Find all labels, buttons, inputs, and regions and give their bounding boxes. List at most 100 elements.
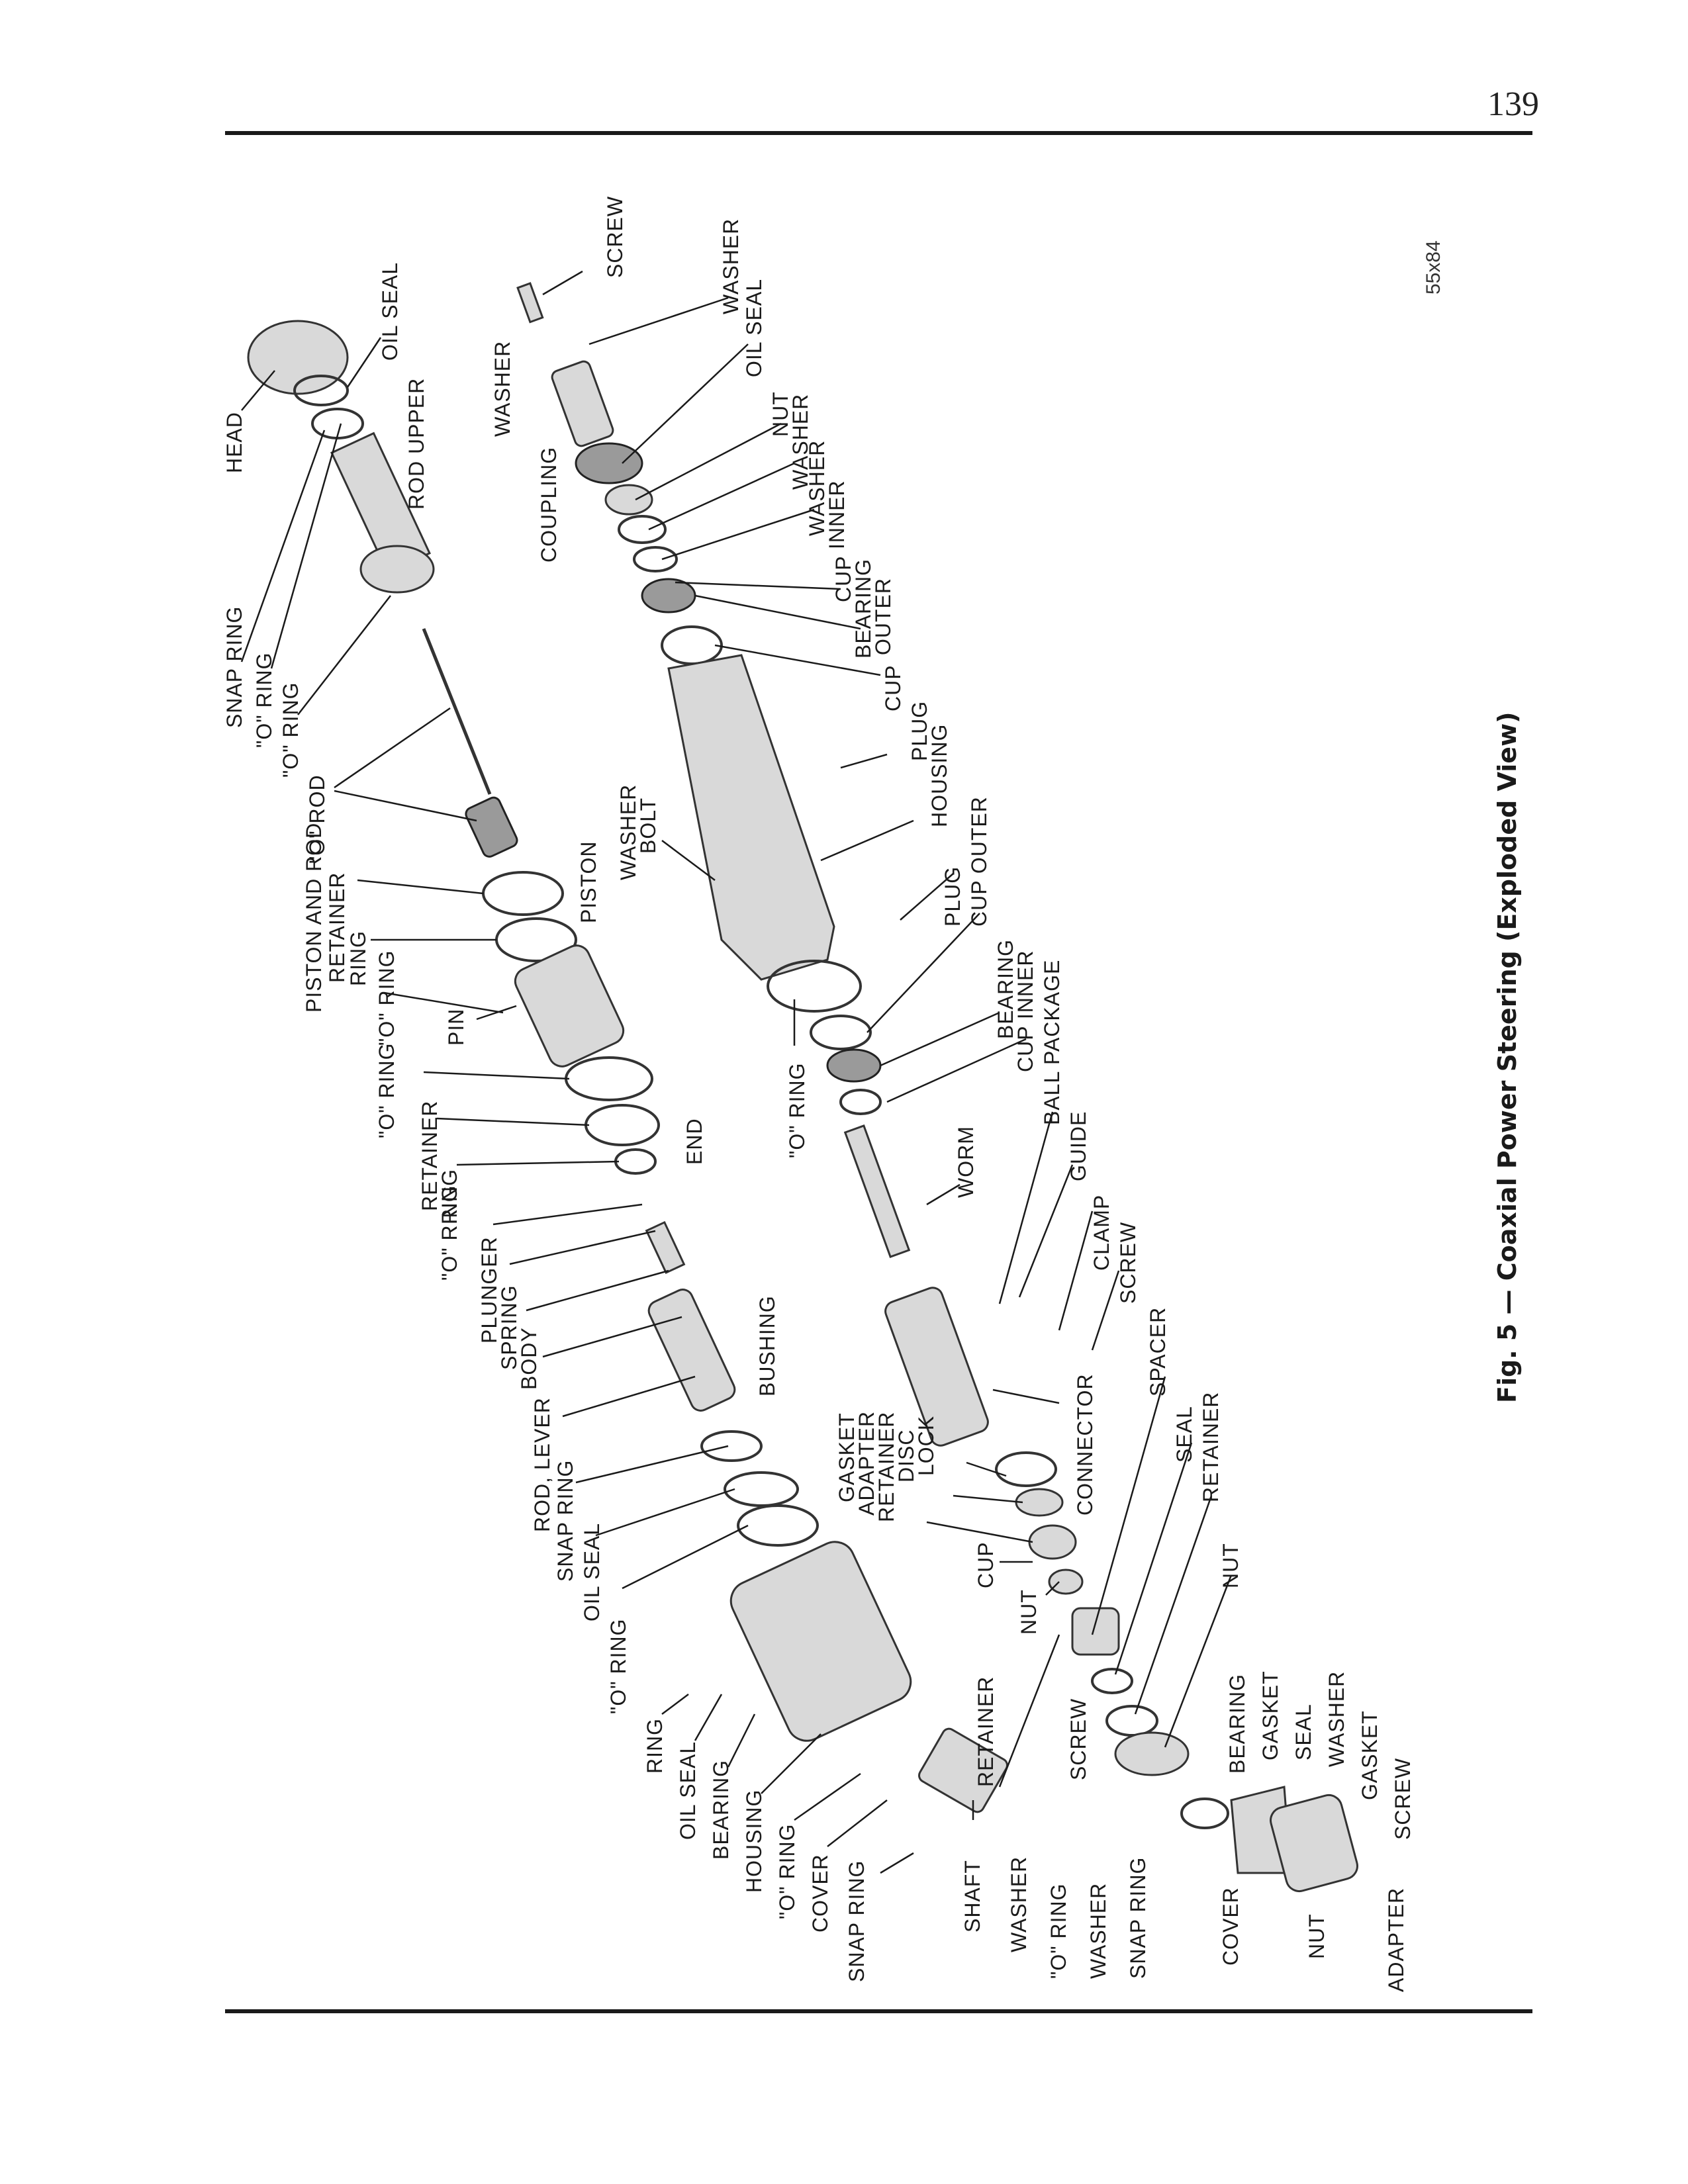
label-bearing-3: BEARING: [1225, 1674, 1249, 1774]
piston-ring-part: [482, 871, 564, 916]
leader-plug-2: [900, 873, 954, 921]
leader-housing: [820, 819, 914, 862]
label-ball-package: BALL PACKAGE: [1040, 960, 1064, 1125]
label-end: END: [682, 1118, 706, 1165]
label-adapter: ADAPTER: [855, 1411, 878, 1516]
label-ring-2: RING: [438, 1169, 461, 1224]
leader-disc: [953, 1494, 1023, 1504]
leader-retainer-3: [926, 1521, 1033, 1543]
label-rod-lever: ROD, LEVER: [530, 1397, 554, 1532]
leader-lines: [240, 270, 1233, 1874]
labels: HEAD OIL SEAL SNAP RING "O" RING "O" RIN…: [222, 196, 1415, 1992]
label-oil-seal-2: OIL SEAL: [580, 1523, 604, 1621]
label-screw-2: SCREW: [1116, 1222, 1140, 1304]
label-screw-top: SCREW: [603, 196, 627, 278]
top-rule: [225, 131, 1532, 135]
label-clamp: CLAMP: [1090, 1195, 1113, 1271]
leader-cup: [675, 581, 841, 590]
rod-part: [422, 628, 492, 795]
spacer-part: [1071, 1607, 1120, 1656]
leader-lock: [966, 1461, 1007, 1477]
label-body: BODY: [517, 1327, 541, 1390]
leader-o-rod: [334, 707, 451, 789]
worm-shaft-part: [843, 1124, 911, 1259]
shaft-part: [918, 1727, 1008, 1813]
label-outer: OUTER: [871, 578, 895, 655]
label-nut-top: NUT: [769, 391, 792, 437]
label-washer-3: WASHER: [788, 394, 812, 490]
leader-snap-ring-2: [595, 1488, 735, 1537]
leader-connector: [992, 1388, 1060, 1404]
lower-housing-part: [729, 1541, 912, 1742]
label-gasket-3: GASKET: [1358, 1710, 1382, 1800]
label-coupling: COUPLING: [537, 447, 561, 563]
leader-cup-outer-2: [867, 913, 980, 1033]
leader-cup-inner: [886, 1038, 1027, 1103]
label-pin: PIN: [444, 1009, 468, 1046]
label-ring-lower: RING: [643, 1718, 667, 1774]
body-part: [647, 1289, 736, 1412]
label-connector: CONNECTOR: [1073, 1373, 1097, 1516]
label-gasket-2: GASKET: [1258, 1670, 1282, 1760]
leader-nut-3: [1164, 1574, 1233, 1748]
leader-clamp: [1058, 1210, 1094, 1331]
connector-part: [884, 1287, 989, 1447]
label-snap-ring: SNAP RING: [222, 606, 246, 728]
retainer-part-2: [1105, 1705, 1158, 1737]
label-disc: DISC: [894, 1430, 918, 1482]
leader-nut-2: [1045, 1581, 1060, 1596]
leader-piston-rod: [357, 879, 484, 895]
label-retainer: RETAINER: [325, 872, 349, 983]
label-washer-top-2: WASHER: [719, 218, 743, 314]
label-lock: LOCK: [914, 1416, 938, 1476]
plunger-part: [645, 1220, 686, 1275]
label-retainer-3: RETAINER: [874, 1412, 898, 1522]
snap-ring-part-2: [724, 1471, 799, 1507]
leader-snap-ring: [240, 430, 326, 662]
coupling-part: [551, 360, 614, 447]
cover-part: [1270, 1794, 1358, 1893]
parts: [247, 282, 1358, 1893]
label-retainer-5: RETAINER: [1199, 1392, 1223, 1502]
label-cup-upper-2: CUP: [881, 664, 905, 711]
label-bearing-lower: BEARING: [709, 1760, 733, 1860]
o-rod-part: [465, 796, 518, 858]
leader-ring-lower: [661, 1694, 689, 1715]
leader-bearing-2: [880, 1011, 1000, 1067]
rod-upper-flange: [359, 545, 435, 594]
label-plunger: PLUNGER: [477, 1236, 501, 1343]
leader-rod-lever: [562, 1375, 696, 1418]
leader-snap-ring-lower: [880, 1852, 914, 1874]
leader-cup-outer: [714, 644, 881, 676]
leader-washer-inner: [661, 508, 815, 561]
label-washer-bolt: WASHER: [616, 784, 640, 880]
label-o-ring-3: "O" RING: [375, 950, 399, 1046]
label-rod-upper: ROD UPPER: [404, 378, 428, 510]
leader-head: [241, 370, 275, 411]
oil-seal-part: [293, 375, 349, 406]
label-inner: INNER: [825, 480, 849, 549]
leader-worm: [926, 1183, 961, 1206]
oil-seal-part-2: [575, 442, 643, 484]
label-washer-5: WASHER: [1325, 1671, 1348, 1767]
label-retainer-4: RETAINER: [974, 1676, 998, 1787]
label-shaft: SHAFT: [961, 1860, 984, 1933]
cup-part: [1028, 1524, 1077, 1560]
label-washer-lower: WASHER: [1007, 1856, 1031, 1952]
nut-part: [604, 484, 653, 516]
label-plug: PLUG: [908, 701, 931, 761]
label-o-ring-lower: "O" RING: [775, 1824, 799, 1920]
bearing-lower-part: [826, 1048, 882, 1083]
oil-seal-ring-part: [737, 1504, 819, 1547]
label-seal: SEAL: [1172, 1406, 1196, 1463]
label-cup-upper: CUP: [831, 555, 855, 602]
label-o-ring-2: "O" RING: [279, 682, 303, 778]
leader-o-ring-lower: [794, 1772, 861, 1821]
leader-plug: [840, 753, 888, 769]
nut-part-2: [1048, 1569, 1084, 1595]
label-o-ring-7: "O" RING: [785, 1063, 809, 1159]
o-ring-part: [565, 1056, 653, 1101]
label-bearing-2: BEARING: [994, 939, 1017, 1039]
label-snap-ring-lower: SNAP RING: [845, 1860, 868, 1982]
label-nut: NUT: [1017, 1589, 1041, 1635]
